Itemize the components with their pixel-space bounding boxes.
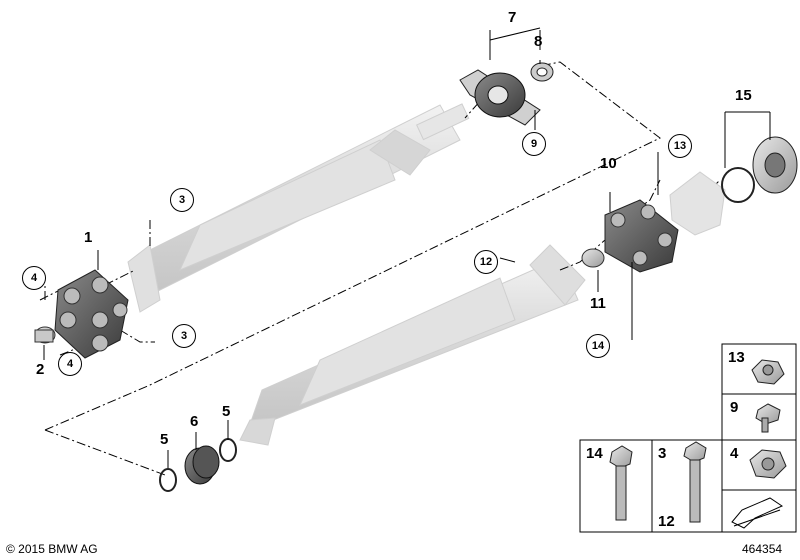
circled-3-lower: 3	[172, 324, 196, 348]
callout-5-right: 5	[222, 403, 231, 420]
legend-label-13: 13	[728, 349, 745, 366]
flex-disc-rear	[604, 199, 679, 273]
callout-5-left: 5	[160, 431, 169, 448]
circlip-left	[159, 468, 177, 492]
legend-label-12: 12	[658, 513, 675, 530]
callout-15: 15	[735, 87, 752, 104]
callout-2: 2	[36, 361, 45, 378]
legend-arrow-icon	[731, 497, 784, 529]
rear-driveshaft	[239, 244, 586, 446]
flex-disc-front	[54, 269, 129, 359]
legend-bolt-9	[755, 403, 781, 433]
callout-10: 10	[600, 155, 617, 172]
legend-nut-13	[751, 359, 785, 385]
bellows	[184, 445, 220, 485]
legend-bolt-14	[609, 445, 633, 521]
legend-label-9: 9	[730, 399, 739, 416]
callout-6: 6	[190, 413, 199, 430]
legend-nut-4	[749, 449, 787, 479]
circled-13: 13	[668, 134, 692, 158]
center-bearing	[459, 69, 541, 126]
circled-4-upper: 4	[22, 266, 46, 290]
parts-legend	[579, 343, 797, 533]
copyright-text: © 2015 BMW AG	[6, 542, 98, 556]
callout-7: 7	[508, 9, 517, 26]
circlip-right	[219, 438, 237, 462]
callout-1: 1	[84, 229, 93, 246]
callout-8: 8	[534, 33, 543, 50]
circled-12: 12	[474, 250, 498, 274]
circled-3-upper: 3	[170, 188, 194, 212]
centering-sleeve-rear	[581, 248, 605, 268]
front-driveshaft	[127, 103, 470, 313]
grooved-ball-bearing	[530, 62, 554, 82]
legend-label-14: 14	[586, 445, 603, 462]
diagram-number: 464354	[742, 542, 783, 556]
legend-label-3: 3	[658, 445, 667, 462]
assembly-lines	[39, 61, 721, 476]
output-flange	[669, 171, 726, 236]
callout-11: 11	[590, 295, 606, 312]
centering-sleeve	[34, 326, 56, 344]
flange-with-o-ring	[721, 136, 798, 203]
circled-9: 9	[522, 132, 546, 156]
circled-14: 14	[586, 334, 610, 358]
legend-bolt-3-12	[683, 441, 707, 523]
legend-label-4: 4	[730, 445, 739, 462]
circled-4-lower: 4	[58, 352, 82, 376]
leader-lines	[43, 27, 771, 468]
